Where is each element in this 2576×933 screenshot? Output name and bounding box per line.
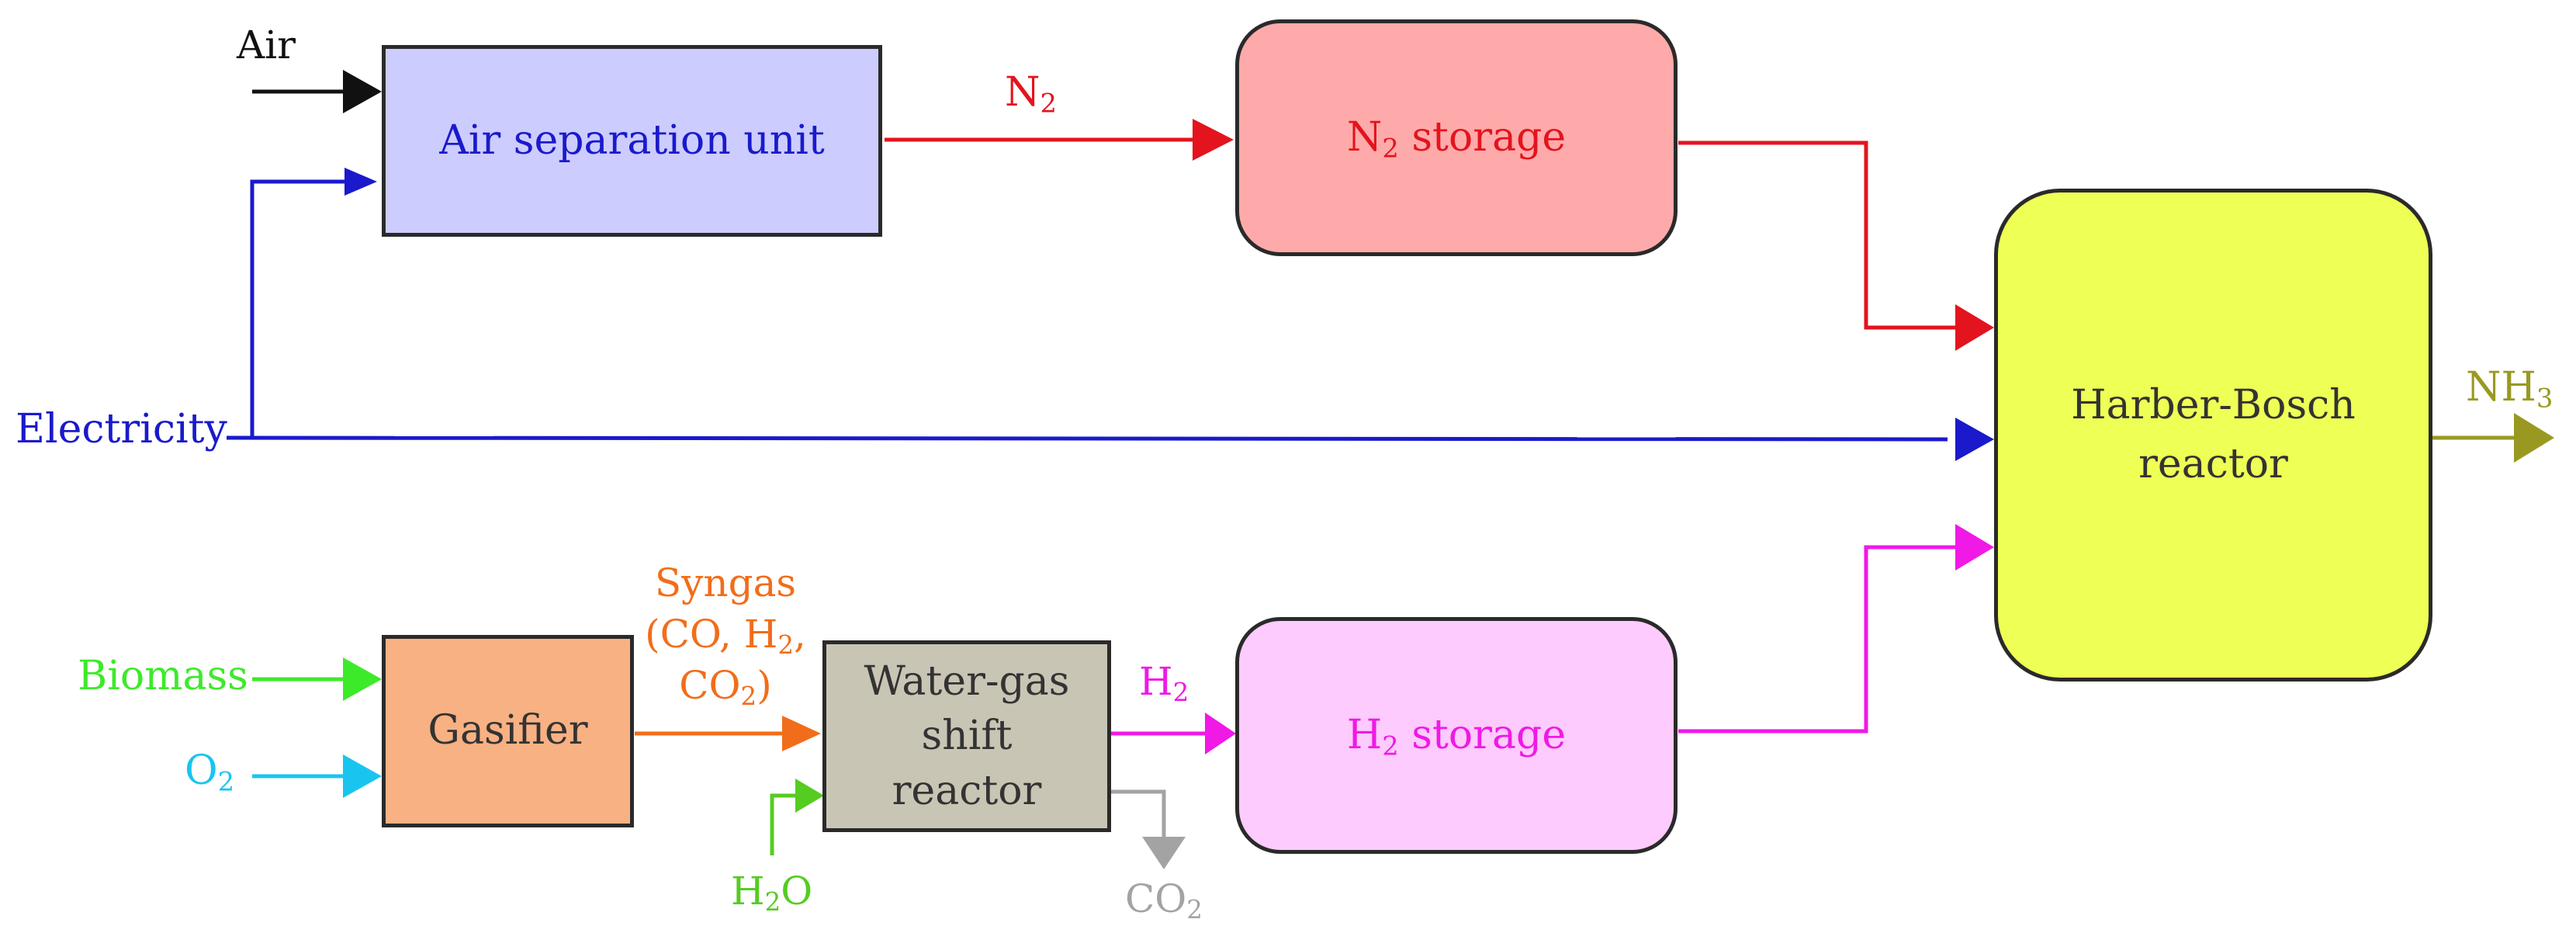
- biomass-arrowhead: [343, 657, 382, 701]
- o2-arrowhead: [343, 754, 382, 798]
- h2-storage-box: H2 storage: [1235, 617, 1678, 854]
- n2-storage-label: N2 storage: [1346, 113, 1567, 164]
- n2-stream-label: N2: [1005, 69, 1058, 119]
- h2-hb-arrowhead: [1955, 524, 1994, 571]
- syngas-arrowhead: [782, 716, 821, 751]
- biomass-label: Biomass: [78, 653, 248, 699]
- h2o-arrowhead: [795, 779, 824, 813]
- n2-hb-arrowhead: [1955, 304, 1994, 351]
- electricity-hb-arrowhead: [1955, 418, 1994, 461]
- nh3-label: NH3: [2466, 364, 2553, 414]
- co2-line: [1111, 789, 1166, 846]
- gasifier-label: Gasifier: [428, 707, 588, 754]
- electricity-asu-arrowhead: [345, 168, 377, 196]
- h2-to-hb-line: [1678, 545, 1959, 734]
- electricity-to-asu-line: [250, 179, 349, 438]
- electricity-to-hb-line: [226, 435, 1948, 442]
- nh3-arrowhead: [2514, 413, 2554, 463]
- h2-storage-label: H2 storage: [1346, 711, 1567, 761]
- air-label: Air: [237, 23, 296, 68]
- co2-label: CO2: [1125, 876, 1203, 925]
- n2-storage-box: N2 storage: [1235, 19, 1678, 256]
- h2-stream-label: H2: [1139, 659, 1189, 708]
- air-separation-unit-box: Air separation unit: [382, 45, 882, 237]
- h2o-label: H2O: [731, 869, 813, 917]
- h2o-line: [770, 793, 803, 855]
- air-arrowhead: [343, 70, 382, 113]
- syngas-label: Syngas(CO, H2,CO2): [645, 560, 806, 712]
- co2-arrowhead: [1142, 837, 1186, 869]
- n2-arrowhead: [1193, 119, 1234, 161]
- h2-arrowhead: [1205, 713, 1236, 754]
- air-separation-unit-label: Air separation unit: [439, 116, 825, 164]
- o2-label: O2: [185, 747, 235, 797]
- gasifier-box: Gasifier: [382, 635, 634, 827]
- electricity-label: Electricity: [16, 406, 227, 453]
- n2-to-hb-line: [1678, 140, 1959, 330]
